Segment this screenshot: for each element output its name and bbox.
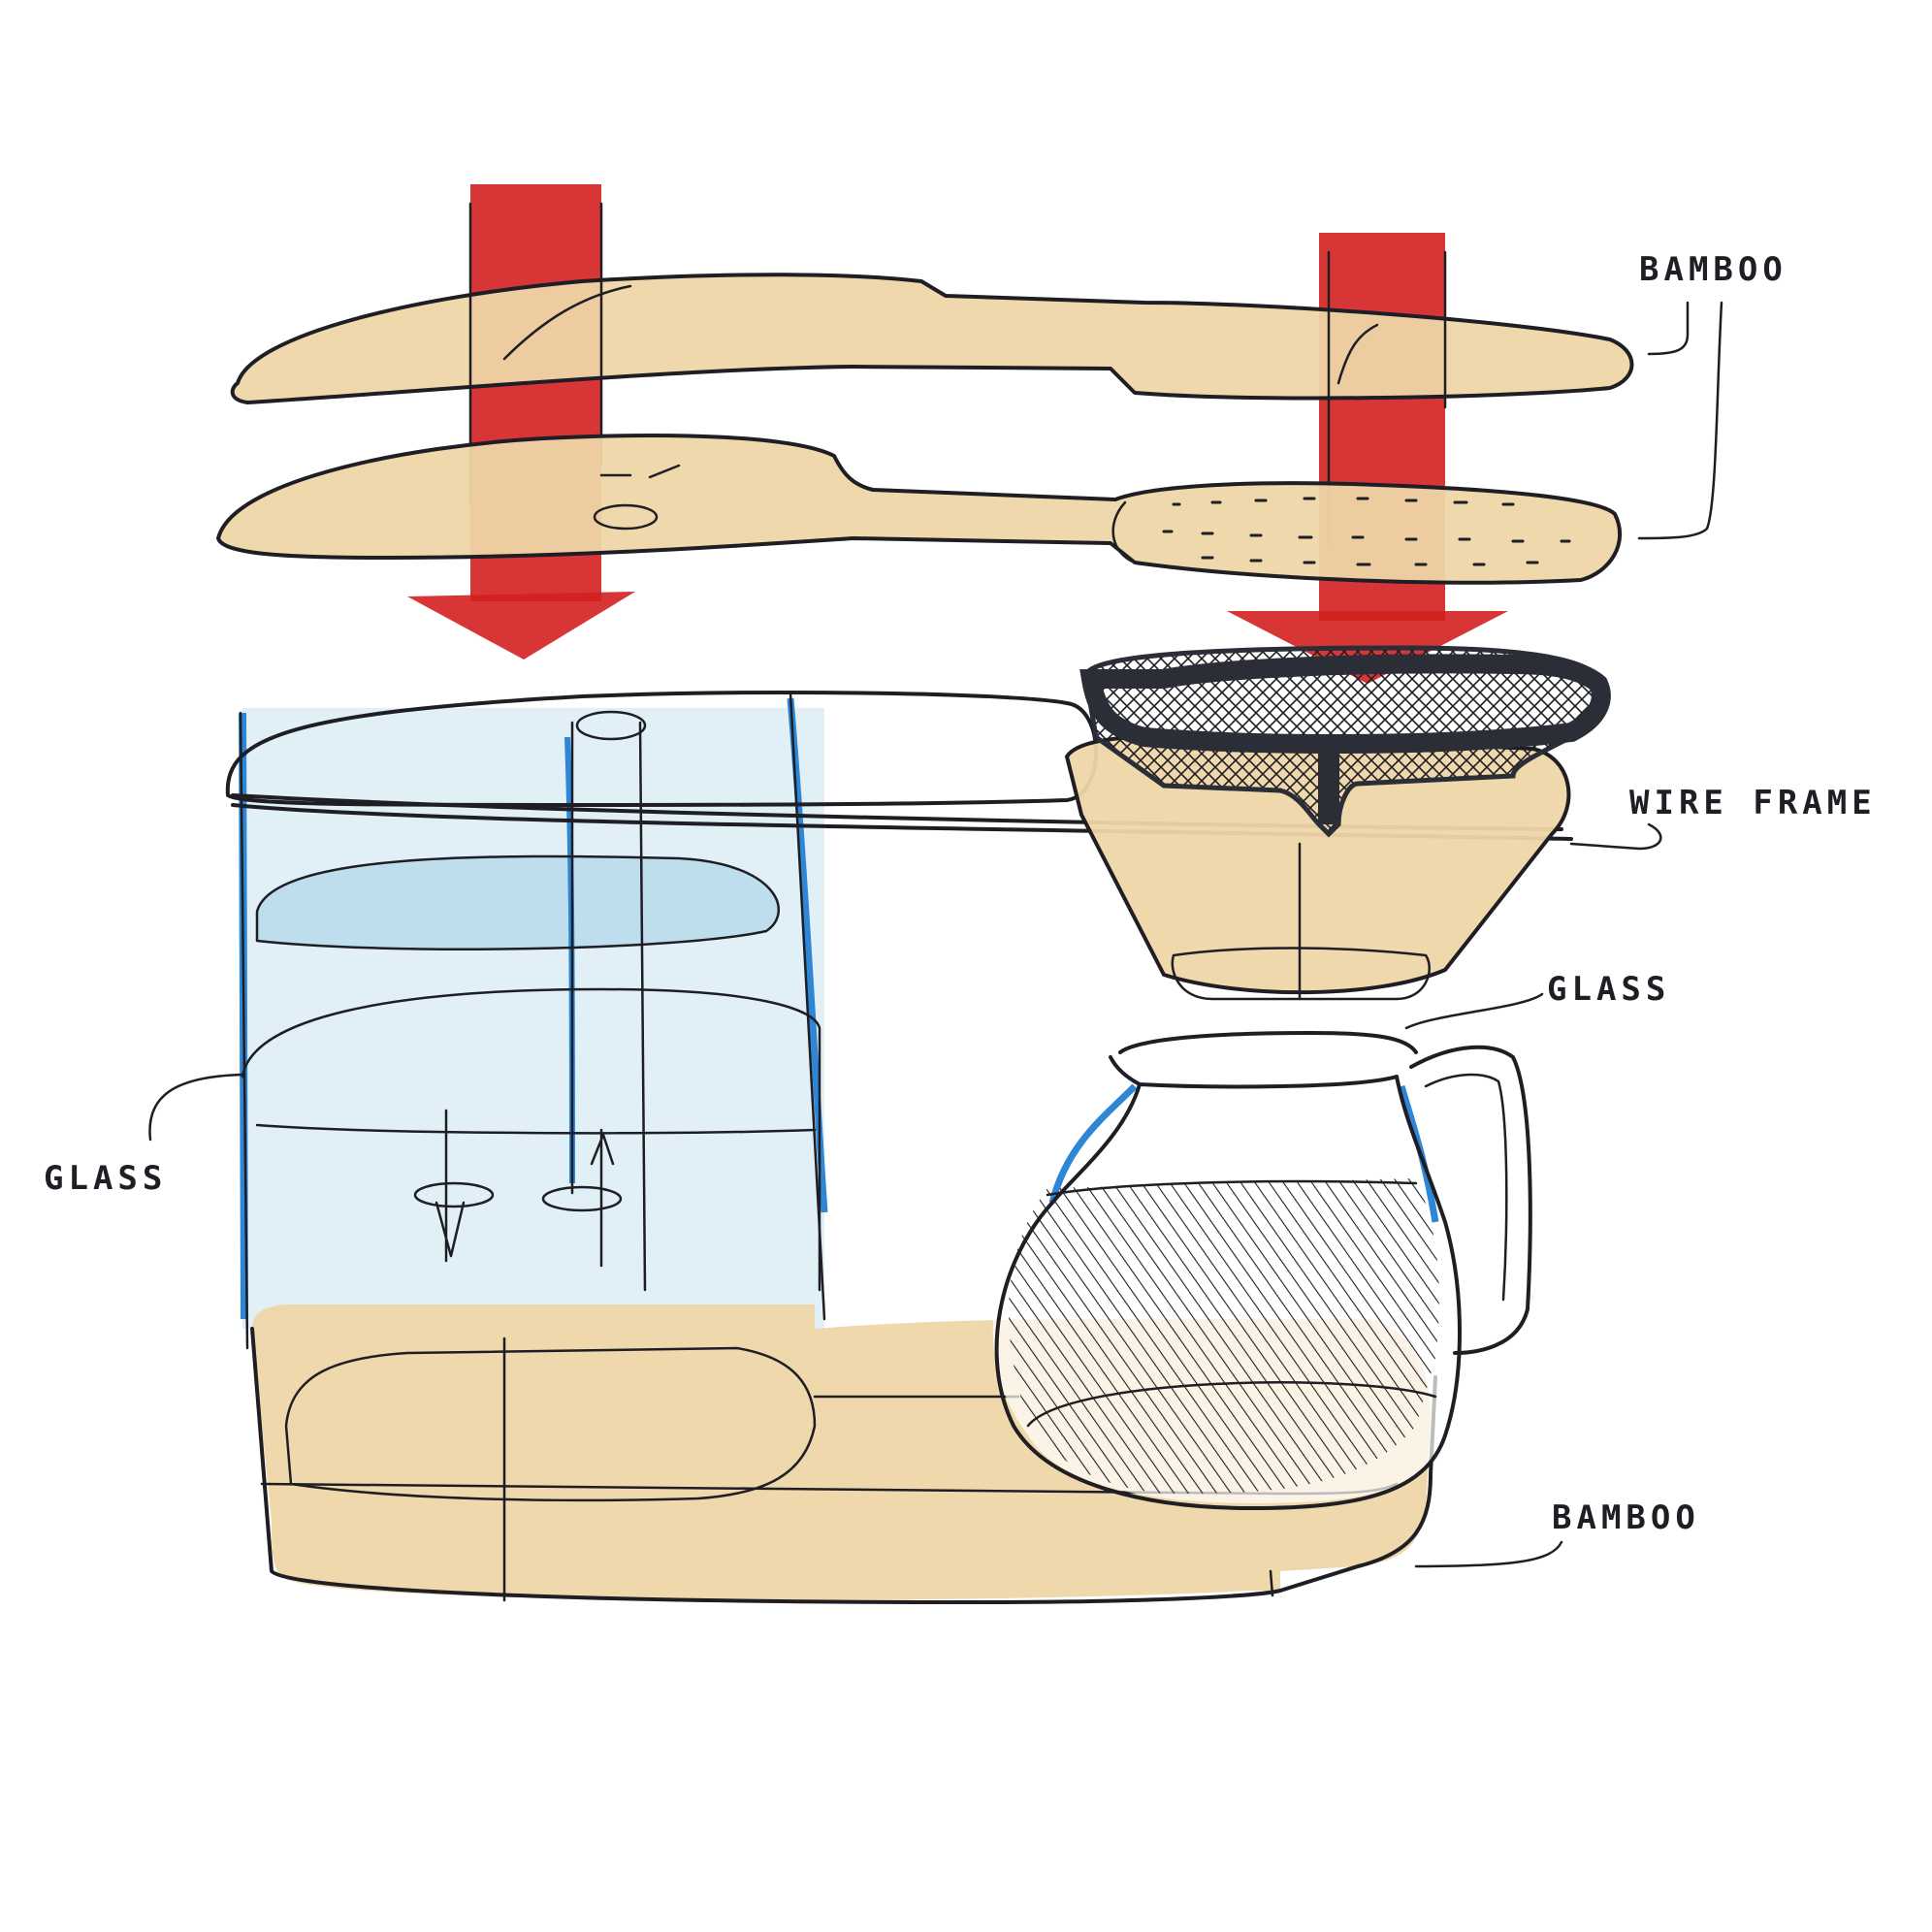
top-lid: [230, 273, 1634, 404]
label-bamboo-lid-tray: BAMBOO: [1639, 250, 1787, 289]
leader-bamboo-top-lid: [1647, 301, 1690, 356]
red-arrows: [407, 184, 1508, 684]
leader-lines: [148, 301, 1723, 1568]
leader-glass-tank: [148, 1073, 244, 1142]
label-bamboo-base: BAMBOO: [1552, 1498, 1700, 1537]
leader-bamboo-base: [1414, 1540, 1563, 1568]
middle-tray: [216, 434, 1622, 585]
left-arrow-head: [407, 592, 635, 660]
carafe: [992, 1031, 1532, 1510]
label-wire-frame: WIRE FRAME: [1629, 784, 1877, 822]
filter-basket: [1065, 645, 1611, 1001]
leader-bamboo-top-tray: [1637, 301, 1723, 540]
leader-wire-frame: [1569, 822, 1662, 851]
label-glass-carafe: GLASS: [1547, 970, 1671, 1009]
label-glass-tank: GLASS: [44, 1159, 168, 1198]
leader-glass-carafe: [1404, 992, 1544, 1030]
water-tank: [225, 691, 1573, 1350]
perforations: [1162, 497, 1571, 566]
